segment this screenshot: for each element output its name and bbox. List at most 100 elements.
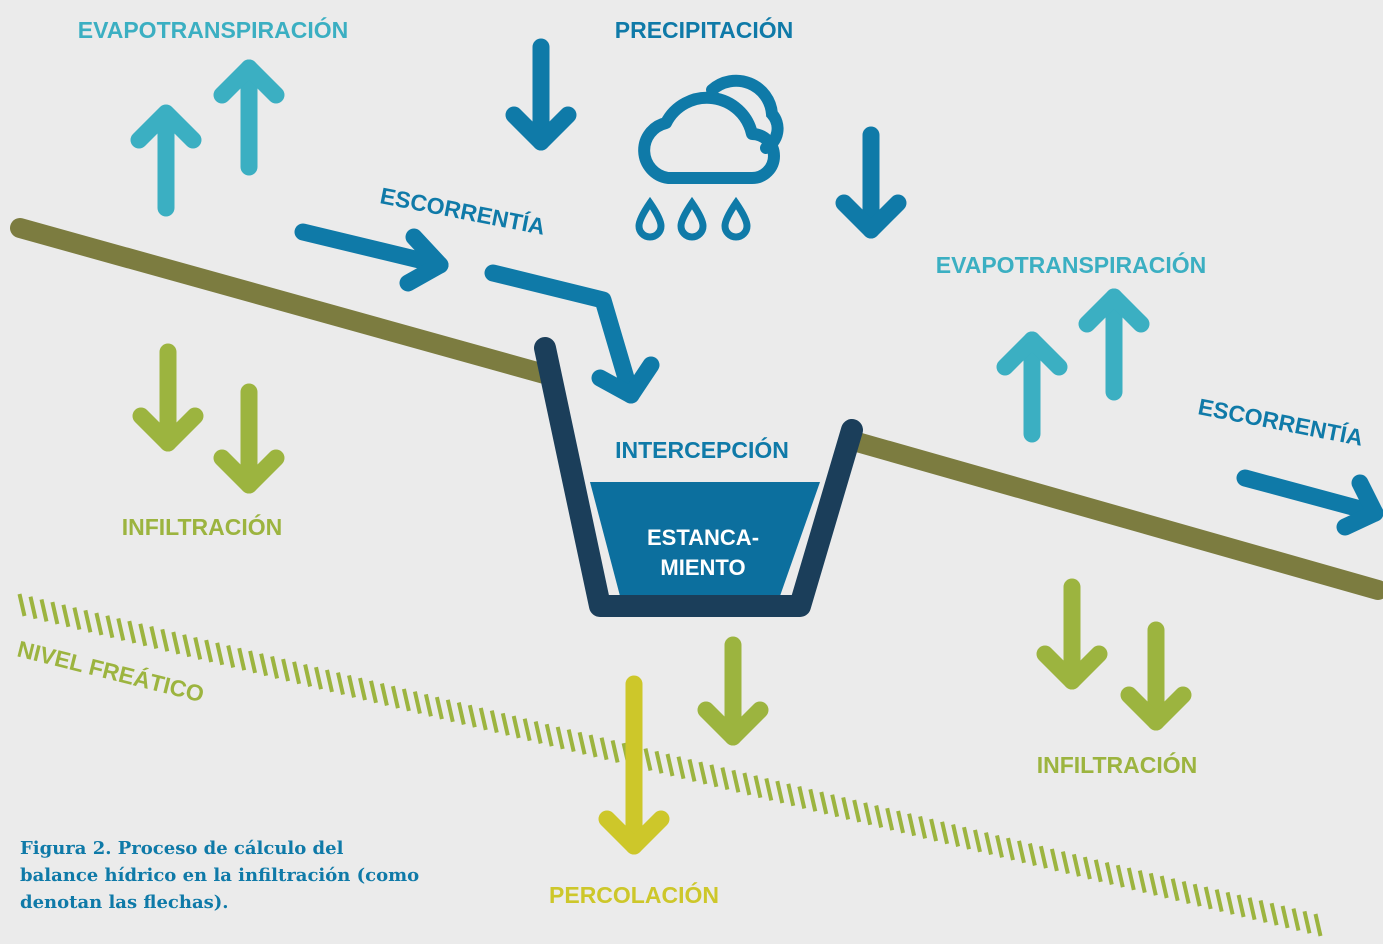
hatch-tick: [511, 715, 521, 739]
hatch-tick: [984, 832, 993, 856]
hatch-tick: [1071, 853, 1081, 877]
hatch-tick: [753, 775, 763, 799]
infiltration-arrow-right-2: [1120, 621, 1192, 731]
hatch-tick: [896, 810, 906, 834]
hatch-tick: [347, 674, 356, 698]
caption-line-1: Figura 2. Proceso de cálculo del: [20, 838, 344, 859]
hatch-tick: [138, 623, 148, 647]
hatch-tick: [1027, 843, 1037, 866]
evapotranspiration-arrow-right-1: [996, 331, 1068, 443]
hatch-tick: [599, 737, 609, 761]
hatch-tick: [665, 753, 675, 777]
evapotranspiration-arrow-right-2: [1078, 288, 1150, 401]
hatch-tick: [28, 596, 38, 620]
hatch-tick: [1203, 886, 1213, 910]
hatch-tick: [358, 677, 367, 701]
infiltration-label-right: INFILTRACIÓN: [1037, 751, 1198, 778]
hatch-tick: [489, 710, 499, 734]
hatch-tick: [281, 658, 291, 682]
hatch-tick: [50, 601, 60, 625]
hatch-tick: [819, 791, 829, 815]
hatch-tick: [116, 617, 126, 641]
hatch-tick: [698, 761, 708, 785]
cloud-rain-icon: [635, 74, 784, 241]
evapotranspiration-arrow-left-1: [130, 104, 202, 217]
hatch-tick: [962, 826, 971, 850]
hatch-tick: [1302, 910, 1312, 934]
hatch-tick: [830, 794, 840, 818]
hatch-tick: [237, 647, 247, 671]
hatch-tick: [951, 824, 961, 847]
hatch-tick: [808, 788, 818, 812]
hatch-tick: [533, 721, 543, 744]
hatch-tick: [325, 669, 334, 693]
hatch-tick: [1236, 894, 1246, 918]
hatch-tick: [412, 691, 422, 715]
percolation-arrow: [598, 675, 670, 855]
infiltration-arrow-left-2: [213, 383, 285, 494]
hatch-tick: [423, 693, 433, 717]
hatch-tick: [775, 780, 785, 804]
hatch-tick: [610, 739, 620, 763]
hatch-tick: [434, 696, 444, 720]
runoff-label-left: ESCORRENTÍA: [378, 181, 547, 239]
hatch-tick: [1258, 899, 1268, 923]
hatch-tick: [204, 639, 214, 663]
hatch-tick: [1181, 881, 1191, 904]
hatch-tick: [643, 748, 653, 772]
interception-label: INTERCEPCIÓN: [615, 436, 789, 463]
hatch-tick: [182, 634, 192, 658]
hatch-tick: [555, 726, 565, 750]
hatch-tick: [863, 802, 873, 826]
hatch-tick: [314, 666, 323, 690]
hatch-tick: [83, 609, 93, 633]
hatch-tick: [105, 615, 115, 639]
hatch-tick: [687, 758, 697, 782]
ground-slope-left: [10, 218, 558, 385]
hatch-tick: [1126, 867, 1136, 891]
hatch-tick: [918, 815, 928, 839]
water-table-hatch: [17, 593, 1323, 937]
hatch-tick: [522, 718, 532, 742]
hatch-tick: [445, 699, 455, 723]
infiltration-label-left: INFILTRACIÓN: [122, 513, 283, 540]
hatch-tick: [303, 664, 313, 687]
hatch-tick: [72, 607, 82, 631]
hatch-tick: [1214, 889, 1224, 913]
hatch-tick: [1017, 840, 1026, 864]
ground-slope-right: [840, 430, 1383, 600]
hatch-tick: [478, 707, 488, 731]
basin-water: [590, 482, 820, 596]
hatch-tick: [852, 799, 862, 823]
runoff-arrow-right: [1236, 469, 1383, 536]
hatch-tick: [929, 818, 939, 842]
hatch-tick: [1104, 862, 1114, 885]
hatch-tick: [676, 756, 686, 780]
hatch-tick: [1115, 864, 1125, 888]
hatch-tick: [248, 650, 258, 674]
hatch-tick: [500, 712, 510, 736]
hatch-tick: [1049, 848, 1059, 872]
hatch-tick: [1148, 872, 1158, 896]
hatch-tick: [379, 683, 389, 706]
hatch-tick: [390, 685, 400, 709]
hatch-tick: [566, 729, 576, 753]
hatch-tick: [577, 731, 587, 755]
hatch-tick: [1038, 845, 1048, 869]
hatch-tick: [841, 796, 851, 820]
hatch-tick: [544, 723, 554, 747]
hatch-tick: [1093, 859, 1103, 883]
infiltration-arrow-left-1: [132, 343, 204, 452]
hatch-tick: [1170, 878, 1180, 902]
hatch-tick: [61, 604, 71, 628]
infiltration-arrow-right-1: [1036, 578, 1108, 690]
hatch-tick: [193, 636, 203, 660]
stagnation-label-line1: ESTANCA-: [647, 525, 759, 550]
caption-line-3: denotan las flechas).: [20, 892, 229, 913]
hatch-tick: [995, 834, 1004, 858]
hatch-tick: [764, 777, 774, 801]
hatch-tick: [467, 704, 477, 728]
hatch-tick: [270, 655, 280, 679]
hatch-tick: [797, 786, 807, 809]
